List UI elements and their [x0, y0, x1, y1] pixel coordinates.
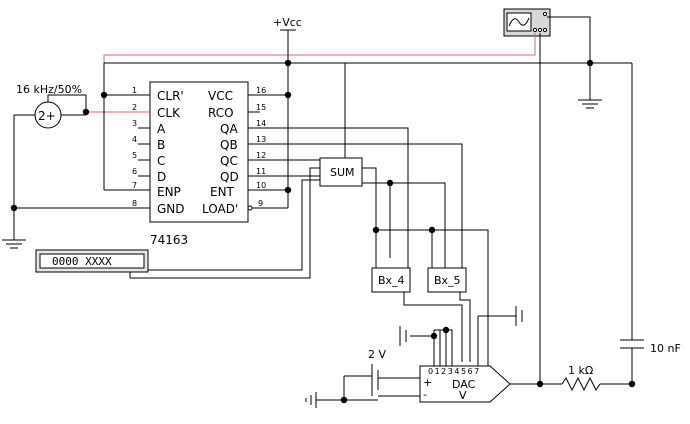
capacitor-10nf[interactable]	[620, 339, 644, 349]
bx4-label: Bx_4	[378, 274, 405, 287]
generator-symbol: 2+	[38, 109, 56, 123]
pin-label-clr: CLR'	[157, 89, 184, 103]
pin-num-4: 4	[132, 135, 137, 144]
pin-label-vcc: VCC	[208, 89, 233, 103]
capacitor-label: 10 nF	[650, 342, 681, 355]
pin-label-b: B	[157, 138, 165, 152]
dac-ref-battery-right	[515, 306, 523, 326]
resistor-1k[interactable]	[561, 376, 601, 392]
pin-label-enp: ENP	[157, 185, 181, 199]
pin-num-14: 14	[256, 119, 266, 128]
generator-label: 16 kHz/50%	[16, 83, 82, 96]
pin-num-8: 8	[132, 199, 137, 208]
pin-label-qd: QD	[220, 170, 239, 184]
dac-label: DAC	[452, 378, 476, 391]
pin-num-5: 5	[132, 151, 137, 160]
counter-left-pins	[14, 94, 150, 209]
pin-label-d: D	[157, 170, 166, 184]
bx5-label: Bx_5	[434, 274, 461, 287]
vcc-label: +Vcc	[273, 16, 302, 29]
pin-num-2: 2	[132, 103, 137, 112]
pin-label-qb: QB	[220, 138, 238, 152]
pin-num-3: 3	[132, 119, 137, 128]
dac-minus: -	[423, 388, 427, 401]
pin-label-gnd: GND	[157, 202, 185, 216]
pin-label-rco: RCO	[208, 106, 234, 120]
ground-symbol-scope	[578, 99, 602, 109]
ground-symbol-left	[2, 239, 26, 249]
counter-right-pins	[247, 94, 463, 258]
counter-part-label: 74163	[150, 233, 188, 247]
resistor-label: 1 kΩ	[568, 364, 593, 377]
pin-label-clk: CLK	[157, 106, 181, 120]
pin-num-9: 9	[258, 199, 263, 208]
pin-label-ent: ENT	[210, 185, 235, 199]
counter-74163[interactable]	[149, 81, 249, 223]
dac-plus: +	[423, 376, 432, 389]
sum-block[interactable]	[319, 157, 363, 187]
pin-label-qc: QC	[220, 154, 238, 168]
pin-num-16: 16	[256, 86, 266, 95]
pin-num-15: 15	[256, 103, 266, 112]
reference-label: 2 V	[368, 348, 386, 361]
pin-num-6: 6	[132, 167, 137, 176]
pin-label-load: LOAD'	[202, 202, 238, 216]
sum-label: SUM	[330, 166, 355, 179]
dac-sub-label: V	[459, 389, 467, 402]
pin-num-13: 13	[256, 135, 266, 144]
dac-input-numbers: 01234567	[428, 367, 481, 376]
dac-vref-battery	[399, 326, 407, 346]
pin-num-10: 10	[256, 181, 266, 190]
pin-num-7: 7	[132, 181, 137, 190]
oscilloscope[interactable]	[503, 8, 551, 37]
word-generator-display[interactable]	[35, 249, 149, 273]
pin-label-qa: QA	[220, 122, 238, 136]
pin-num-11: 11	[256, 167, 266, 176]
ground-symbol-bottom	[305, 392, 317, 408]
pin-label-a: A	[157, 122, 166, 136]
pin-label-c: C	[157, 154, 165, 168]
word-display-text: 0000 XXXX	[52, 255, 112, 268]
bx5-block[interactable]	[427, 267, 467, 293]
bx4-block[interactable]	[371, 267, 411, 293]
pin-num-12: 12	[256, 151, 266, 160]
pin-num-1: 1	[132, 86, 137, 95]
junction-dots	[10, 59, 636, 404]
reference-battery	[371, 364, 379, 396]
